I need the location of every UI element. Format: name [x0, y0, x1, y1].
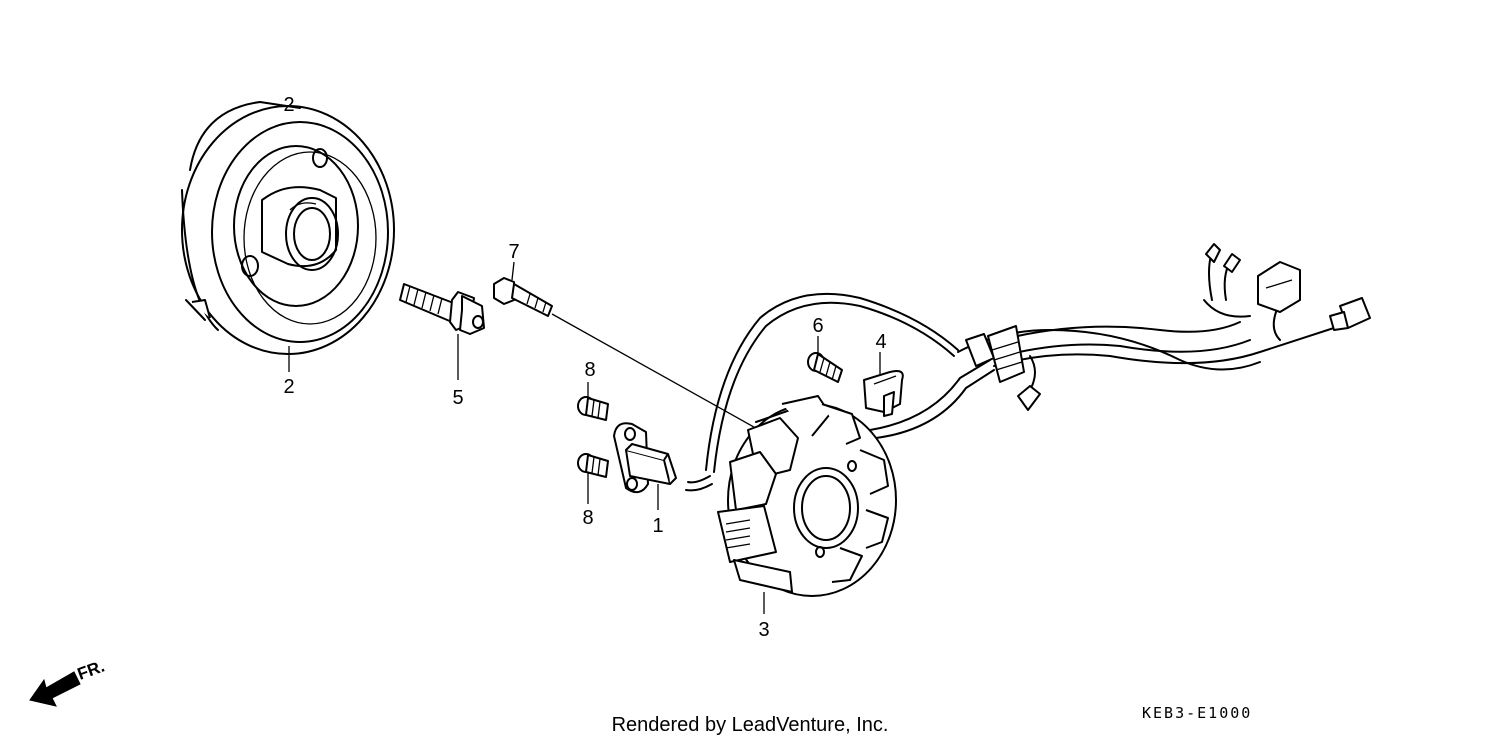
flange-bolt-part[interactable]	[399, 283, 485, 335]
arrow-icon	[29, 671, 81, 707]
front-direction-arrow: FR.	[29, 657, 107, 707]
callout-5: 5	[452, 387, 463, 409]
callout-7: 7	[508, 241, 519, 263]
callout-8-lower: 8	[582, 507, 593, 529]
diagram-code: KEB3-E1000	[1142, 704, 1252, 722]
pulser-coil-part[interactable]	[613, 422, 677, 494]
callout-3: 3	[758, 619, 769, 641]
stator-harness-part[interactable]	[685, 292, 995, 597]
screw-part-6[interactable]	[807, 352, 843, 383]
render-credit: Rendered by LeadVenture, Inc.	[611, 714, 889, 736]
callout-2: 2	[283, 376, 294, 398]
screw-upper-part[interactable]	[577, 396, 609, 421]
wire-clamp-part[interactable]	[863, 370, 904, 417]
flywheel-part[interactable]	[181, 101, 395, 355]
front-label: FR.	[75, 657, 107, 684]
callout-8-upper: 8	[584, 359, 595, 381]
long-bolt-part[interactable]	[493, 277, 553, 317]
callout-2-top: 2	[283, 94, 294, 116]
callout-4: 4	[875, 331, 886, 353]
harness-connectors	[957, 243, 1371, 411]
callout-1: 1	[652, 515, 663, 537]
screw-lower-part[interactable]	[577, 453, 609, 478]
callout-6: 6	[812, 315, 823, 337]
